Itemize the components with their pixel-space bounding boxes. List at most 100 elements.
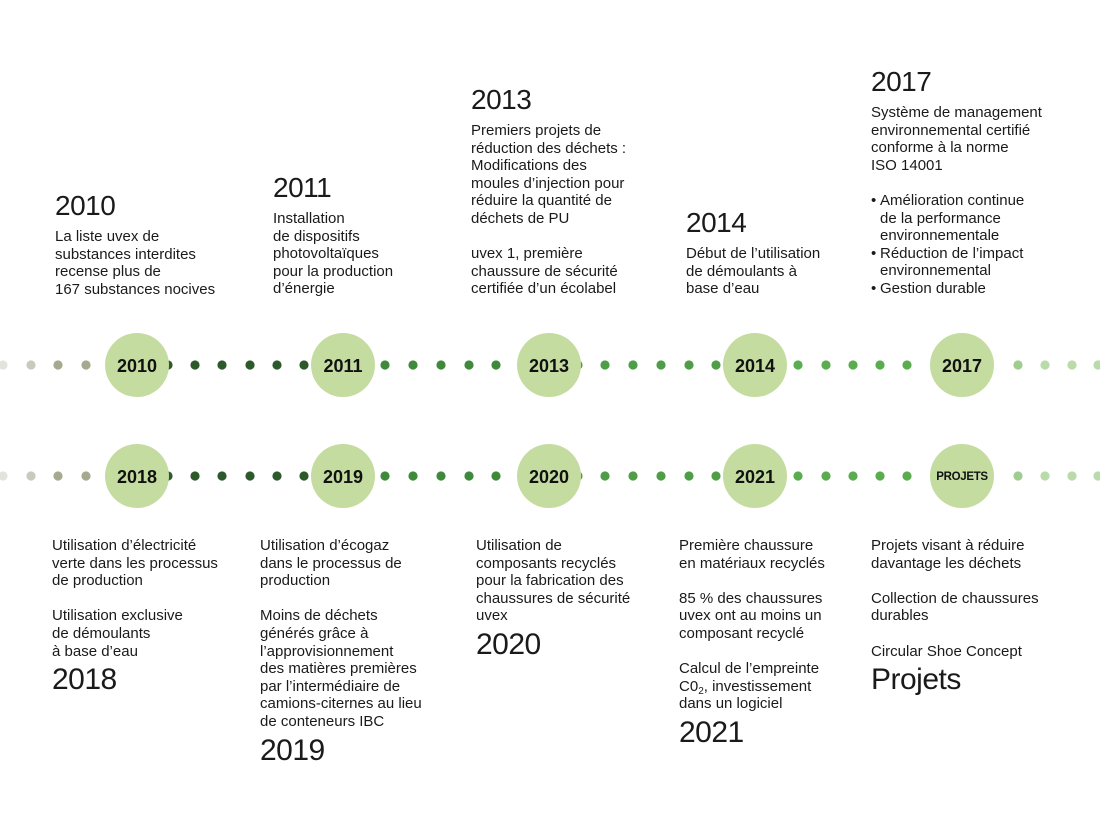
timeline-dot <box>628 360 638 370</box>
milestone-year: 2018 <box>52 663 117 697</box>
year-node-circle <box>311 333 375 397</box>
milestone-2020: Utilisation de composants recyclés pour … <box>476 537 630 661</box>
timeline-dot <box>491 471 501 481</box>
timeline-dot <box>491 360 501 370</box>
milestone-text: Utilisation d’écogaz dans le processus d… <box>260 537 402 590</box>
timeline-dot <box>299 360 309 370</box>
timeline-dot <box>875 471 885 481</box>
milestone-2013: 2013 Premiers projets de réduction des d… <box>471 84 626 298</box>
milestone-year: 2010 <box>55 190 116 221</box>
milestone-year: 2014 <box>686 207 747 238</box>
year-node-2013: 2013 <box>517 333 581 397</box>
milestone-year: 2011 <box>273 172 332 203</box>
milestone-bullets: Amélioration continue de la performance … <box>871 192 1042 298</box>
year-node-label: 2011 <box>323 356 362 376</box>
timeline-dot <box>711 471 721 481</box>
milestone-year: 2021 <box>679 715 744 749</box>
timeline-dot <box>821 360 831 370</box>
timeline-dot <box>53 360 63 370</box>
timeline-dot <box>81 471 91 481</box>
milestone-text: uvex 1, première chaussure de sécurité c… <box>471 245 618 298</box>
timeline-dot <box>408 360 418 370</box>
year-node-circle <box>723 444 787 508</box>
milestone-text: La liste uvex de substances interdites r… <box>55 228 216 298</box>
milestone-text: Projets visant à réduire davantage les d… <box>871 537 1025 572</box>
co2-suffix: , investissement <box>703 677 812 695</box>
milestone-2019: Utilisation d’écogaz dans le processus d… <box>260 537 422 767</box>
timeline-dot <box>902 471 912 481</box>
year-node-circle <box>311 444 375 508</box>
timeline-dot <box>1013 471 1023 481</box>
timeline-dot <box>821 471 831 481</box>
co2-prefix: C0 <box>679 677 699 695</box>
timeline-dot <box>408 471 418 481</box>
milestone-text: Début de l’utilisation de démoulants à b… <box>686 245 821 298</box>
milestone-year: 2013 <box>471 84 532 115</box>
milestone-year: 2020 <box>476 627 541 661</box>
milestone-year: Projets <box>871 663 961 697</box>
timeline-dot <box>793 471 803 481</box>
timeline-dot <box>1093 471 1100 481</box>
milestone-2014: 2014 Début de l’utilisation de démoulant… <box>686 207 820 298</box>
timeline-dot <box>464 471 474 481</box>
timeline-dot <box>217 471 227 481</box>
milestone-2011: 2011 Installation de dispositifs photovo… <box>273 172 393 298</box>
timeline-dot <box>848 471 858 481</box>
year-node-2010: 2010 <box>105 333 169 397</box>
year-node-circle <box>105 444 169 508</box>
timeline-dot <box>272 471 282 481</box>
co2-line3: dans un logiciel <box>679 695 783 713</box>
milestone-text: Moins de déchets générés grâce à l’appro… <box>260 607 422 730</box>
timeline-dot <box>1040 471 1050 481</box>
year-node-label: 2021 <box>735 467 775 487</box>
milestone-year: 2019 <box>260 733 325 767</box>
timeline-dot <box>684 471 694 481</box>
timeline-dot <box>245 360 255 370</box>
year-node-label: 2020 <box>529 467 569 487</box>
year-node-label: 2019 <box>323 467 363 487</box>
year-node-label: 2013 <box>529 356 569 376</box>
timeline-dot <box>628 471 638 481</box>
timeline-dot <box>793 360 803 370</box>
year-node-circle <box>723 333 787 397</box>
co2-line1: Calcul de l’empreinte <box>679 660 820 678</box>
year-node-label: 2018 <box>117 467 157 487</box>
milestone-2021: Première chaussure en matériaux recyclés… <box>679 537 825 749</box>
timeline-dot <box>711 360 721 370</box>
timeline-dot <box>380 360 390 370</box>
milestone-text: Premiers projets de réduction des déchet… <box>471 122 627 227</box>
year-node-circle <box>517 444 581 508</box>
milestone-text: Première chaussure en matériaux recyclés <box>679 537 825 572</box>
timeline-dot <box>1013 360 1023 370</box>
timeline-dot <box>81 360 91 370</box>
timeline-dot <box>272 360 282 370</box>
timeline-dot <box>0 471 8 481</box>
timeline-dot <box>1067 360 1077 370</box>
timeline-dot <box>380 471 390 481</box>
timeline-dot <box>0 360 8 370</box>
year-node-2020: 2020 <box>517 444 581 508</box>
timeline-dot <box>600 471 610 481</box>
year-node-2021: 2021 <box>723 444 787 508</box>
timeline-dot <box>656 471 666 481</box>
timeline-dot <box>875 360 885 370</box>
timeline-dot <box>245 471 255 481</box>
milestone-2018: Utilisation d’électricité verte dans les… <box>52 537 218 696</box>
bullet-item: Gestion durable <box>871 280 1042 298</box>
milestone-2017: 2017 Système de management environnement… <box>871 66 1042 298</box>
year-node-2014: 2014 <box>723 333 787 397</box>
milestone-text: Utilisation exclusive de démoulants à ba… <box>52 607 183 660</box>
year-node-label: 2010 <box>117 356 157 376</box>
timeline-dot <box>190 471 200 481</box>
year-node-label: 2017 <box>942 356 982 376</box>
milestone-2010: 2010 La liste uvex de substances interdi… <box>55 190 215 298</box>
year-node-circle <box>105 333 169 397</box>
timeline-dot <box>848 360 858 370</box>
year-node-2019: 2019 <box>311 444 375 508</box>
milestone-text: Système de management environnemental ce… <box>871 104 1042 174</box>
timeline-dot <box>1067 471 1077 481</box>
timeline-dot <box>436 360 446 370</box>
